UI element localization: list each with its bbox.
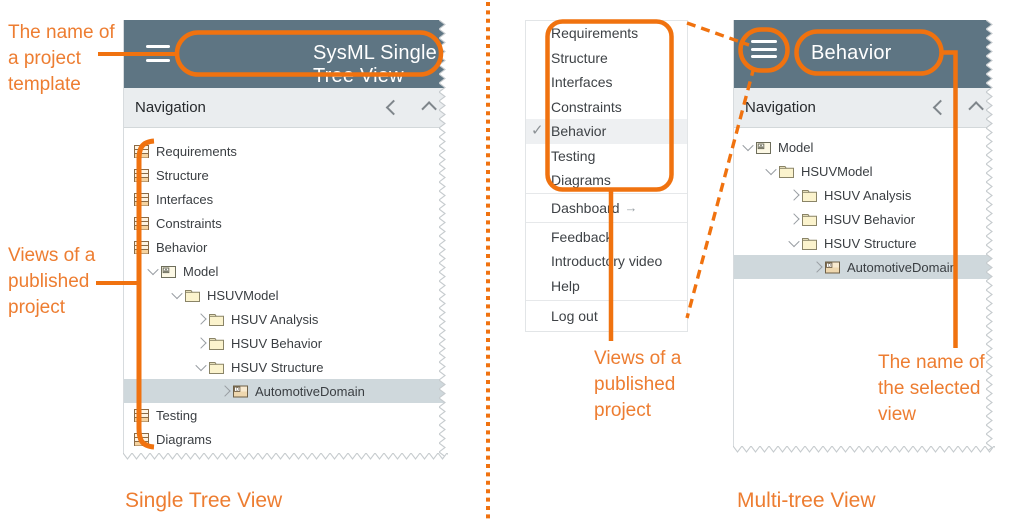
collapse-left-icon[interactable] [932,99,949,116]
tree-row[interactable]: Diagrams [124,427,449,451]
navigation-bar: Navigation [734,88,996,128]
menu-separator [526,221,687,223]
tree-row[interactable]: HSUVModel [124,283,449,307]
model-icon [756,141,771,154]
annotation-views-middle: Views of a published project [594,348,682,421]
collapse-up-icon[interactable] [968,101,984,117]
torn-edge-right [986,20,996,455]
navigation-title: Navigation [135,99,206,116]
navigation-title: Navigation [745,99,816,116]
svg-text:D: D [828,262,832,267]
chevron-down-icon[interactable] [147,263,159,276]
menu-item-behavior-selected[interactable]: ✓ Behavior [526,119,687,144]
navigation-bar: Navigation [124,88,449,128]
torn-edge-bottom [123,453,448,463]
tree-row[interactable]: Structure [124,163,449,187]
menu-item-structure[interactable]: Structure [551,49,608,66]
view-icon [134,240,149,254]
menu-item-constraints[interactable]: Constraints [551,98,622,115]
model-icon [161,265,176,278]
view-icon [134,168,149,182]
tree-row[interactable]: HSUVModel [734,159,996,183]
tree-row[interactable]: HSUV Behavior [734,207,996,231]
single-tree-view-panel: SysML Single Tree View Navigation Requir… [123,20,449,462]
external-arrow-icon: → [624,200,638,215]
diagram-icon: D [233,385,248,398]
tree-row-selected[interactable]: D AutomotiveDomain [734,255,996,279]
menu-item-diagrams[interactable]: Diagrams [551,172,611,189]
folder-icon [209,313,224,326]
chevron-right-icon[interactable] [195,337,207,349]
tree-row-selected[interactable]: D AutomotiveDomain [124,379,449,403]
collapse-up-icon[interactable] [421,101,437,117]
tree-row[interactable]: Model [734,135,996,159]
folder-icon [802,189,817,202]
folder-icon [779,165,794,178]
chevron-down-icon[interactable] [788,235,800,248]
hamburger-menu-icon[interactable] [146,45,170,62]
annotation-project-template: The name of a project template [8,22,115,95]
torn-edge-right [439,20,449,462]
menu-item-introductory-video[interactable]: Introductory video [551,253,663,270]
view-icon [134,192,149,206]
menu-item-help[interactable]: Help [551,277,580,294]
chevron-down-icon[interactable] [742,139,754,152]
folder-icon [802,237,817,250]
menu-item-requirements[interactable]: Requirements [551,25,639,42]
view-icon [134,216,149,230]
chevron-right-icon[interactable] [811,261,823,273]
menu-item-interfaces[interactable]: Interfaces [551,74,613,91]
view-icon [134,144,149,158]
selected-view-title: Behavior [811,42,892,64]
chevron-down-icon[interactable] [195,359,207,372]
view-icon [134,408,149,422]
tree-row[interactable]: HSUV Analysis [734,183,996,207]
caption-multi-tree-view: Multi-tree View [737,489,876,512]
app-header: Behavior [734,20,996,88]
diagram-icon: D [825,261,840,274]
tree-row[interactable]: HSUV Structure [124,355,449,379]
project-template-title: SysML Single Tree View [313,42,437,87]
tree-row[interactable]: Model [124,259,449,283]
folder-icon [209,337,224,350]
collapse-left-icon[interactable] [385,99,402,116]
caption-single-tree-view: Single Tree View [125,489,283,512]
check-icon: ✓ [531,122,544,139]
folder-icon [802,213,817,226]
tree-row[interactable]: HSUV Structure [734,231,996,255]
folder-icon [185,289,200,302]
chevron-down-icon[interactable] [765,163,777,176]
tree-row[interactable]: Constraints [124,211,449,235]
menu-item-testing[interactable]: Testing [551,147,596,164]
view-icon [134,432,149,446]
annotation-selected-view: The name of the selected view [878,352,985,425]
folder-icon [209,361,224,374]
menu-separator [526,192,687,194]
hamburger-menu-icon[interactable] [751,40,777,58]
menu-item-dashboard[interactable]: Dashboard → [551,199,638,216]
annotation-views-left: Views of a published project [8,245,96,318]
menu-separator [526,300,687,302]
menu-item-log-out[interactable]: Log out [551,308,598,325]
svg-text:D: D [236,386,240,391]
chevron-down-icon[interactable] [171,287,183,300]
tree-row[interactable]: HSUV Analysis [124,307,449,331]
chevron-right-icon[interactable] [788,213,800,225]
views-dropdown-menu: Requirements Structure Interfaces Constr… [525,20,688,333]
navigation-tree: Requirements Structure Interfaces Constr… [124,128,449,462]
chevron-right-icon[interactable] [788,189,800,201]
app-header: SysML Single Tree View [124,20,449,88]
tree-row[interactable]: Interfaces [124,187,449,211]
tree-row[interactable]: Testing [124,403,449,427]
tree-row[interactable]: HSUV Behavior [124,331,449,355]
tree-row[interactable]: Requirements [124,139,449,163]
chevron-right-icon[interactable] [195,313,207,325]
tree-row[interactable]: Behavior [124,235,449,259]
torn-edge-bottom [733,446,995,456]
menu-item-feedback[interactable]: Feedback [551,228,613,245]
chevron-right-icon[interactable] [219,385,231,397]
